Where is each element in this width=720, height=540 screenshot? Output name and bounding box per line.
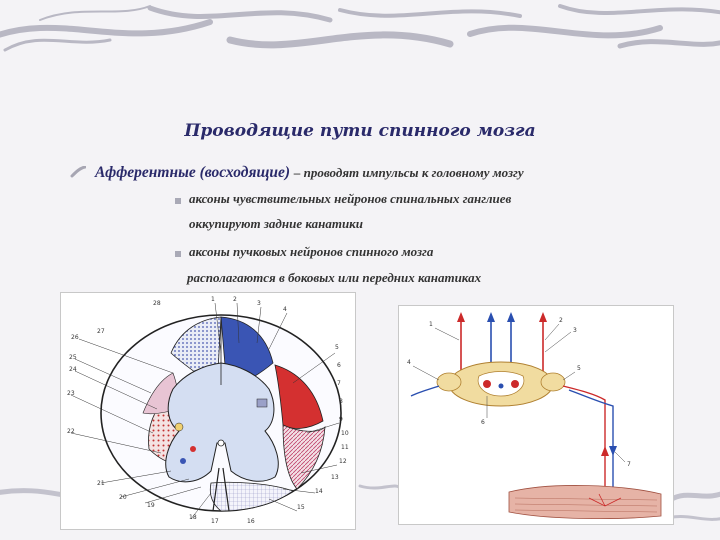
- left-figure-label-13: 13: [331, 474, 339, 481]
- left-figure-label-22: 22: [67, 428, 75, 435]
- left-figure-label-2: 2: [233, 296, 237, 303]
- sub-bullet-1-line-1: аксоны чувствительных нейронов спинальны…: [189, 191, 512, 206]
- left-figure-label-15: 15: [297, 504, 305, 511]
- right-figure-label-4: 4: [407, 359, 411, 366]
- right-figure-label-2: 2: [559, 317, 563, 324]
- left-figure-label-20: 20: [119, 494, 127, 501]
- left-figure-label-9: 9: [339, 416, 343, 423]
- right-figure-label-1: 1: [429, 321, 433, 328]
- left-figure-label-26: 26: [71, 334, 79, 341]
- left-figure-label-7: 7: [337, 380, 341, 387]
- left-figure-label-17: 17: [211, 518, 219, 525]
- left-figure-label-28: 28: [153, 300, 161, 307]
- afferent-pathway-figure: 1 2 3 4 5 6 7: [398, 305, 674, 525]
- left-figure-label-19: 19: [147, 502, 155, 509]
- left-figure-label-1: 1: [211, 296, 215, 303]
- right-figure-label-7: 7: [627, 461, 631, 468]
- square-bullet-icon: [175, 198, 181, 204]
- left-figure-label-4: 4: [283, 306, 287, 313]
- right-figure-label-6: 6: [481, 419, 485, 426]
- sub-bullet-2-line-2: располагаются в боковых или передних кан…: [187, 270, 482, 285]
- left-figure-label-21: 21: [97, 480, 105, 487]
- left-figure-label-25: 25: [69, 354, 77, 361]
- decorative-border-top: [0, 4, 720, 52]
- left-figure-label-23: 23: [67, 390, 75, 397]
- left-figure-label-16: 16: [247, 518, 255, 525]
- left-figure-label-24: 24: [69, 366, 77, 373]
- left-figure-label-5: 5: [335, 344, 339, 351]
- left-figure-label-6: 6: [337, 362, 341, 369]
- sub-bullet-2-line-1: аксоны пучковых нейронов спинного мозга: [189, 244, 434, 259]
- left-figure-label-14: 14: [315, 488, 323, 495]
- right-figure-label-3: 3: [573, 327, 577, 334]
- left-figure-label-8: 8: [339, 398, 343, 405]
- left-figure-label-18: 18: [189, 514, 197, 521]
- left-figure-label-27: 27: [97, 328, 105, 335]
- arrowheads: [457, 312, 547, 322]
- afferent-pathway-drawing: 1 2 3 4 5 6 7: [407, 312, 662, 520]
- bullet-swoosh-icon: [70, 166, 86, 178]
- left-figure-label-11: 11: [341, 444, 349, 451]
- left-figure-label-3: 3: [257, 300, 261, 307]
- left-figure-label-10: 10: [341, 430, 349, 437]
- main-bullet: Афферентные (восходящие) – проводят импу…: [95, 164, 695, 182]
- left-figure-label-12: 12: [339, 458, 347, 465]
- main-bullet-text: – проводят импульсы к головному мозгу: [293, 165, 524, 180]
- square-bullet-icon: [175, 251, 181, 257]
- slide-title: Проводящие пути спинного мозга: [184, 121, 536, 141]
- right-figure-label-5: 5: [577, 365, 581, 372]
- main-bullet-term: Афферентные (восходящие): [95, 164, 291, 181]
- sub-bullet-1-line-2: оккупируют задние канатики: [189, 216, 363, 231]
